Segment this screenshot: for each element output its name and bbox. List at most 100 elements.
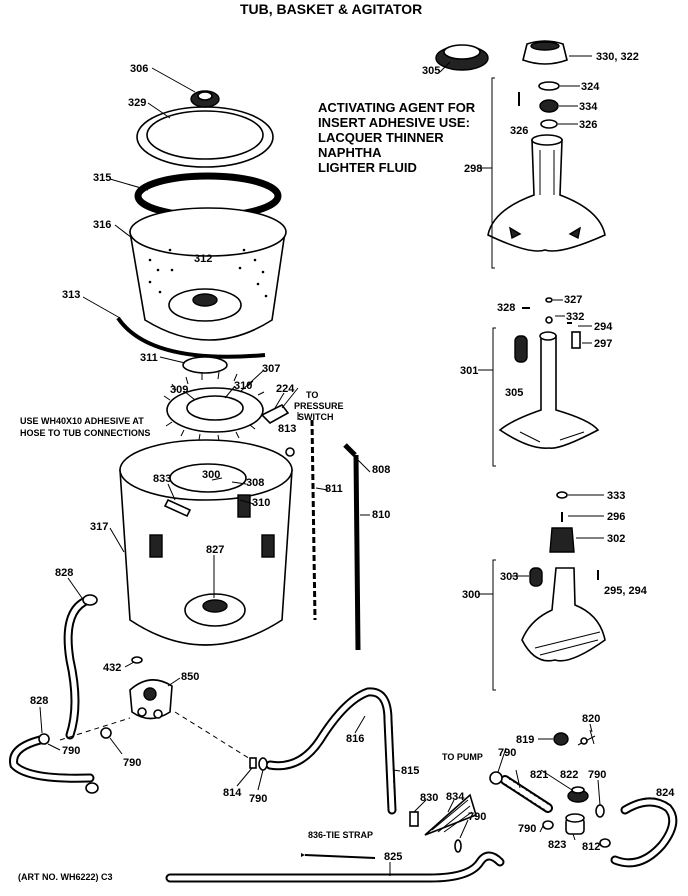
- svg-text:810: 810: [372, 509, 390, 521]
- tie-strap-label: 836-TIE STRAP: [308, 830, 373, 840]
- svg-text:307: 307: [262, 363, 280, 375]
- svg-text:332: 332: [566, 311, 584, 323]
- part-334: [539, 99, 559, 113]
- bracket-224: [260, 403, 290, 424]
- clamp-790c: [258, 757, 268, 771]
- clamp-790a: [38, 733, 50, 745]
- svg-text:432: 432: [103, 662, 121, 674]
- svg-text:310: 310: [234, 380, 252, 392]
- agitator-300: [512, 491, 606, 662]
- clamp-790d: [454, 839, 462, 853]
- svg-text:302: 302: [607, 533, 625, 545]
- svg-text:317: 317: [90, 521, 108, 533]
- svg-text:790: 790: [249, 793, 267, 805]
- svg-text:297: 297: [594, 338, 612, 350]
- svg-text:808: 808: [372, 464, 390, 476]
- svg-text:324: 324: [581, 81, 600, 93]
- svg-text:328: 328: [497, 302, 515, 314]
- svg-text:822: 822: [560, 769, 578, 781]
- clip-813: [285, 447, 295, 457]
- svg-text:790: 790: [62, 745, 80, 757]
- svg-text:313: 313: [62, 289, 80, 301]
- svg-text:790: 790: [468, 811, 486, 823]
- agitator-298: [487, 134, 606, 252]
- plug-812: [599, 838, 611, 848]
- svg-text:294: 294: [594, 321, 613, 333]
- svg-text:790: 790: [518, 823, 536, 835]
- svg-text:PRESSURE: PRESSURE: [294, 401, 344, 411]
- svg-text:301: 301: [460, 365, 478, 377]
- svg-text:315: 315: [93, 172, 111, 184]
- svg-text:828: 828: [55, 567, 73, 579]
- ring-311: [182, 356, 228, 374]
- svg-text:850: 850: [181, 671, 199, 683]
- svg-text:816: 816: [346, 733, 364, 745]
- svg-text:333: 333: [607, 490, 625, 502]
- svg-text:298: 298: [464, 163, 482, 175]
- svg-text:296: 296: [607, 511, 625, 523]
- svg-text:830: 830: [420, 792, 438, 804]
- svg-text:USE WH40X10 ADHESIVE AT: USE WH40X10 ADHESIVE AT: [20, 416, 144, 426]
- svg-text:ACTIVATING AGENT FOR: ACTIVATING AGENT FOR: [318, 100, 476, 115]
- svg-text:821: 821: [530, 769, 548, 781]
- svg-text:819: 819: [516, 734, 534, 746]
- adhesive-note: USE WH40X10 ADHESIVE AT HOSE TO TUB CONN…: [20, 416, 150, 438]
- clamp-790f: [542, 820, 554, 830]
- svg-text:295, 294: 295, 294: [604, 585, 648, 597]
- bolt-833: [163, 498, 192, 518]
- pressure-switch-note: TO PRESSURE SWITCH: [294, 390, 344, 422]
- svg-text:790: 790: [498, 747, 516, 759]
- svg-text:833: 833: [153, 473, 171, 485]
- hose-816: [265, 687, 397, 815]
- svg-text:828: 828: [30, 695, 48, 707]
- svg-text:823: 823: [548, 839, 566, 851]
- art-number: (ART NO. WH6222) C3: [18, 872, 113, 882]
- diagram-title: TUB, BASKET & AGITATOR: [240, 1, 422, 17]
- svg-text:LACQUER THINNER: LACQUER THINNER: [318, 130, 444, 145]
- svg-text:310: 310: [252, 497, 270, 509]
- svg-text:326: 326: [579, 119, 597, 131]
- activating-agent-note: ACTIVATING AGENT FOR INSERT ADHESIVE USE…: [318, 100, 476, 175]
- svg-text:330, 322: 330, 322: [596, 51, 639, 63]
- svg-text:827: 827: [206, 544, 224, 556]
- svg-text:824: 824: [656, 787, 675, 799]
- svg-text:825: 825: [384, 851, 402, 863]
- svg-text:790: 790: [588, 769, 606, 781]
- clamp-790b: [100, 727, 112, 739]
- hose-825: [165, 851, 505, 883]
- drain-hose-828: [63, 594, 98, 740]
- hose-824: [610, 797, 678, 868]
- svg-text:305: 305: [505, 387, 523, 399]
- part-326: [540, 119, 558, 129]
- tub-cover-329: [136, 90, 274, 168]
- svg-text:334: 334: [579, 101, 598, 113]
- snubber-313: [116, 316, 266, 359]
- svg-text:326: 326: [510, 125, 528, 137]
- outer-tub-317: [119, 439, 293, 646]
- pump-850: [129, 679, 173, 720]
- callout-labels: 306 329 315 316 312 313 311 309 310 307 …: [30, 51, 675, 863]
- svg-text:HOSE TO TUB CONNECTIONS: HOSE TO TUB CONNECTIONS: [20, 428, 150, 438]
- pressure-hose-811: [310, 419, 317, 621]
- to-pump-note: TO PUMP: [442, 752, 483, 762]
- svg-text:INSERT ADHESIVE USE:: INSERT ADHESIVE USE:: [318, 115, 470, 130]
- ring-324: [538, 81, 560, 91]
- basket-hub-307: [163, 371, 265, 442]
- svg-text:312: 312: [194, 253, 212, 265]
- svg-text:311: 311: [140, 352, 158, 364]
- tie-strap: [304, 854, 376, 859]
- svg-text:224: 224: [276, 383, 295, 395]
- svg-text:834: 834: [446, 791, 465, 803]
- agitator-cap-305: [435, 44, 489, 71]
- clip-432: [131, 656, 143, 664]
- svg-text:820: 820: [582, 713, 600, 725]
- svg-text:316: 316: [93, 219, 111, 231]
- fitting-830: [409, 811, 419, 827]
- tee-823: [565, 813, 585, 835]
- clamp-790g: [595, 804, 605, 818]
- fitting-814: [249, 757, 257, 769]
- hose-810: [343, 443, 361, 651]
- fabric-softener-cap-330: [522, 40, 568, 65]
- valve-819-820: [538, 729, 596, 746]
